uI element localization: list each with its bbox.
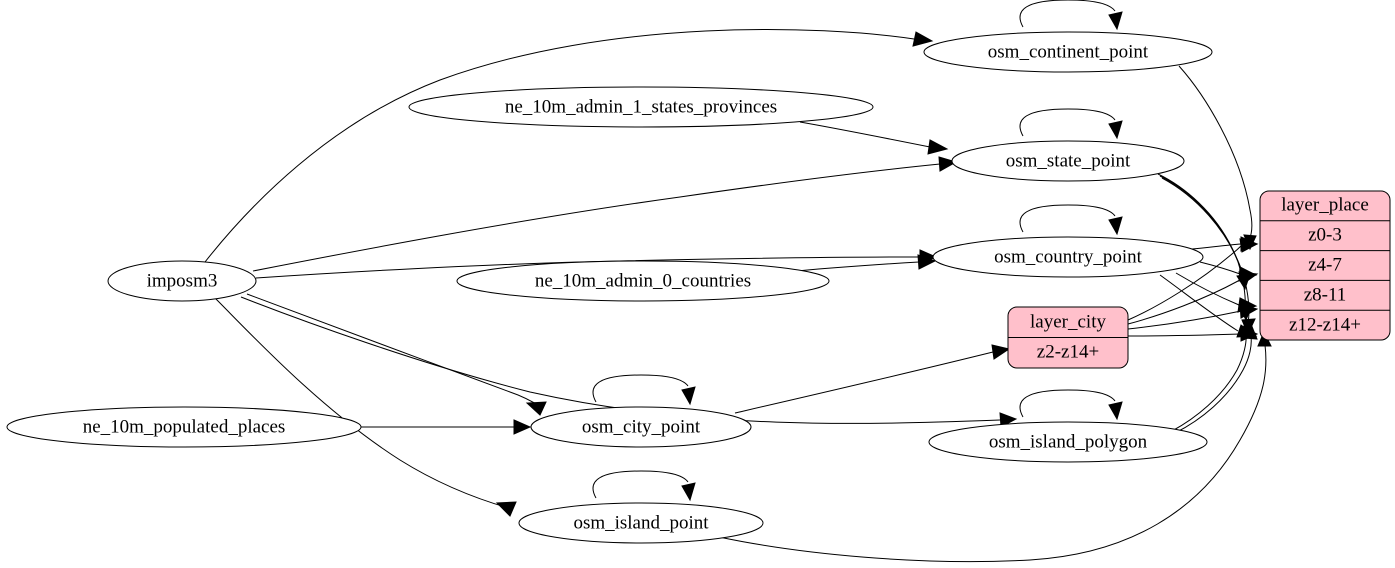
layer-place-header-label: layer_place: [1281, 194, 1369, 215]
node-osm-country-point-label: osm_country_point: [994, 246, 1142, 267]
edge-imposm3-to-osm-island-point: [214, 297, 517, 517]
node-osm-continent-point-label: osm_continent_point: [988, 41, 1149, 62]
self-loop-osm-island-point: [592, 470, 696, 502]
node-osm-island-point[interactable]: osm_island_point: [518, 502, 764, 544]
node-ne-10m-populated-places[interactable]: ne_10m_populated_places: [6, 406, 362, 448]
edge-layer-city-to-layer-place-z8-11: [1127, 303, 1259, 330]
self-loop-osm-city-point: [592, 374, 696, 406]
node-osm-state-point[interactable]: osm_state_point: [951, 140, 1185, 182]
edge-ne-admin1-to-osm-state-point: [799, 121, 949, 155]
edge-osm-island-polygon-to-layer-place-z12-z14: [1174, 322, 1258, 434]
self-loop-osm-continent-point: [1019, 0, 1123, 31]
node-layer: imposm3 ne_10m_admin_1_states_provinces …: [6, 31, 1213, 544]
node-ne-10m-admin-0-countries[interactable]: ne_10m_admin_0_countries: [456, 260, 830, 302]
edge-layer: [204, 0, 1272, 563]
layer-place-box: [1259, 190, 1391, 341]
node-osm-city-point-label: osm_city_point: [582, 416, 701, 437]
self-loop-osm-island-polygon: [1019, 389, 1123, 421]
node-osm-island-polygon-label: osm_island_polygon: [989, 431, 1148, 452]
edge-osm-city-point-to-layer-city: [734, 344, 1011, 414]
self-loop-osm-state-point: [1019, 108, 1123, 140]
edge-layer-city-to-layer-place-z0-3: [1127, 238, 1259, 321]
record-node-layer-place[interactable]: layer_place z0-3 z4-7 z8-11 z12-z14+: [1259, 190, 1391, 341]
edge-layer-city-to-layer-place-z12-z14: [1127, 326, 1259, 342]
edge-osm-state-point-to-layer-place-z4-7: [1157, 173, 1251, 291]
layer-city-header-label: layer_city: [1030, 311, 1106, 332]
node-imposm3[interactable]: imposm3: [107, 260, 257, 302]
edge-ne-populated-places-to-osm-city-point: [361, 419, 532, 435]
node-osm-island-point-label: osm_island_point: [573, 512, 709, 533]
edge-imposm3-to-osm-state-point: [252, 156, 958, 272]
node-osm-island-polygon[interactable]: osm_island_polygon: [928, 421, 1208, 463]
node-imposm3-label: imposm3: [147, 270, 218, 291]
layer-place-row-z4-7-label: z4-7: [1308, 254, 1342, 275]
node-ne-10m-admin-1-states-provinces[interactable]: ne_10m_admin_1_states_provinces: [408, 86, 874, 128]
edge-imposm3-to-osm-island-polygon: [240, 296, 1018, 428]
record-node-layer-city[interactable]: layer_city z2-z14+: [1007, 306, 1129, 369]
node-ne-admin0-label: ne_10m_admin_0_countries: [535, 270, 751, 291]
edge-ne-admin0-to-osm-country-point: [796, 254, 937, 272]
node-osm-state-point-label: osm_state_point: [1006, 150, 1131, 171]
edge-osm-continent-point-to-layer-place-z0-3: [1178, 65, 1257, 251]
edge-imposm3-to-osm-continent-point: [204, 28, 934, 263]
node-osm-city-point[interactable]: osm_city_point: [530, 406, 752, 448]
self-loop-osm-country-point: [1019, 204, 1123, 236]
layer-place-row-z0-3-label: z0-3: [1308, 224, 1342, 245]
node-osm-country-point[interactable]: osm_country_point: [932, 236, 1204, 278]
node-ne-populated-places-label: ne_10m_populated_places: [83, 416, 286, 437]
node-ne-admin1-label: ne_10m_admin_1_states_provinces: [505, 96, 777, 117]
layer-place-row-z8-11-label: z8-11: [1304, 284, 1347, 305]
edge-layer-city-to-layer-place-z4-7: [1127, 271, 1259, 325]
node-osm-continent-point[interactable]: osm_continent_point: [923, 31, 1213, 73]
edge-imposm3-to-osm-city-point: [246, 293, 547, 416]
layer-city-row-z2-z14-label: z2-z14+: [1037, 341, 1099, 362]
layer-place-row-z12-z14-label: z12-z14+: [1289, 314, 1361, 335]
